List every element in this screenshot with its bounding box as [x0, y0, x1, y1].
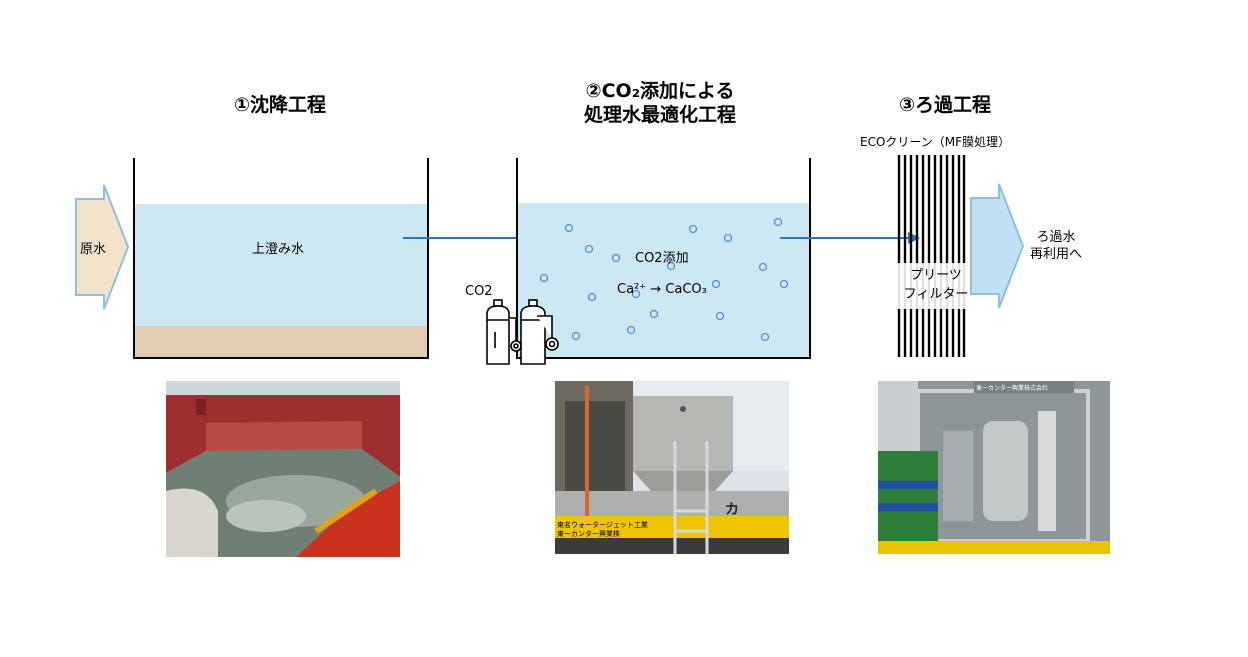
pleats-line2: フィルター [903, 287, 969, 302]
truck-sign-line2: 東ーカンター興業株 [557, 530, 620, 538]
skid-sign: 東ーカンター興業株式会社 [976, 385, 1049, 392]
filtration-unit-photo-drawing [878, 381, 1110, 554]
reaction-equation: Ca²⁺ → CaCO₃ [617, 282, 707, 297]
pleats-label: プリーツ フィルター [896, 266, 976, 304]
pleats-line1: プリーツ [910, 268, 962, 283]
step2-title-line2: 処理水最適化工程 [583, 104, 736, 126]
filtered-water-label: ろ過水 再利用へ [1030, 229, 1082, 263]
pleats-filter-icon [897, 155, 966, 357]
eco-clean-label: ECOクリーン（MF膜処理） [860, 135, 1011, 149]
reaction-right: CaCO₃ [665, 282, 707, 297]
truck-side-text: カ [725, 502, 739, 518]
treated-water [518, 203, 809, 357]
co2-tank [516, 158, 811, 359]
step2-title-line1: ②CO₂添加による [585, 80, 735, 102]
filtered-water-arrow-icon [970, 183, 1025, 309]
pleats-label-box [896, 263, 984, 309]
filtration-unit-photo: 東ーカンター興業株式会社 [878, 381, 1110, 554]
truck-sign-line1: 東名ウォータージェット工業 [557, 521, 648, 529]
reaction-left: Ca²⁺ [617, 282, 647, 297]
reaction-arrow: → [650, 282, 662, 297]
sedimentation-photo [166, 381, 400, 557]
filtered-line1: ろ過水 [1036, 230, 1076, 245]
sedimentation-photo-drawing [166, 381, 400, 557]
sediment-layer [135, 326, 427, 357]
truck-sign: 東名ウォータージェット工業 東ーカンター興業株 [557, 521, 648, 539]
co2-bubbles [539, 217, 789, 342]
raw-water-label: 原水 [80, 242, 107, 257]
co2-unit-photo-drawing [555, 381, 789, 554]
sedimentation-tank [133, 158, 429, 359]
gas-cylinder-icon [486, 299, 559, 365]
co2-addition-label: CO2添加 [635, 251, 689, 266]
raw-water-arrow-icon [75, 184, 130, 310]
co2-label: CO2 [465, 284, 493, 299]
step2-title: ②CO₂添加による 処理水最適化工程 [555, 79, 765, 127]
step1-title: ①沈降工程 [233, 94, 327, 116]
supernatant-label: 上澄み水 [252, 242, 305, 257]
filtered-line2: 再利用へ [1030, 247, 1083, 262]
co2-unit-photo: カ 東名ウォータージェット工業 東ーカンター興業株 [555, 381, 789, 554]
supernatant-water [135, 204, 427, 326]
step3-title: ③ろ過工程 [898, 94, 992, 116]
